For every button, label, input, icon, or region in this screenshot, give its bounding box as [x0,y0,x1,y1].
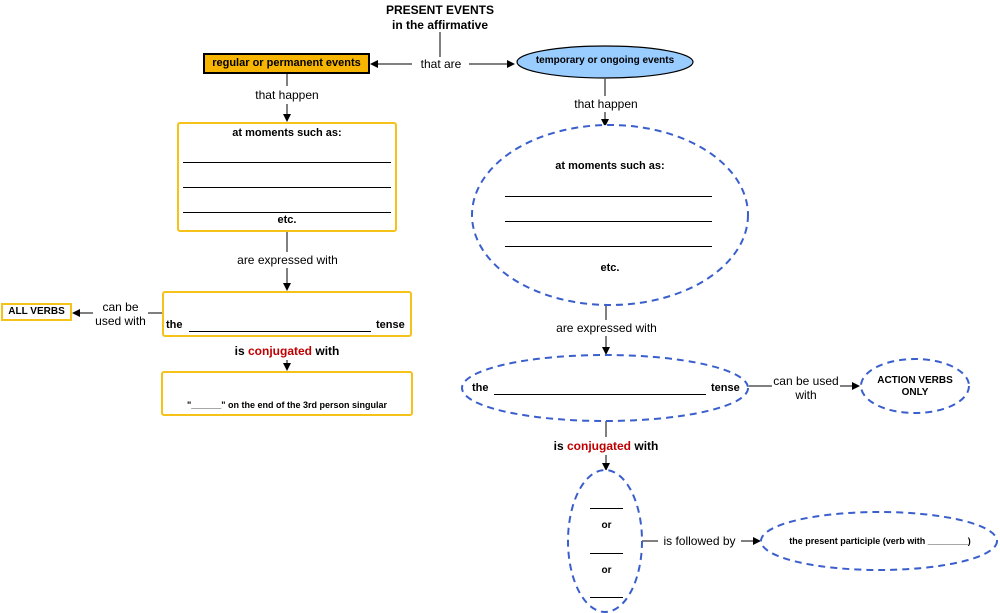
action-verbs-shape [860,358,970,414]
node-present-participle: the present participle (verb with ______… [789,536,971,546]
right-link-expressed: are expressed with [549,321,664,335]
left-link-expressed: are expressed with [230,253,345,267]
moments-right-blank-3 [505,246,712,247]
moments-right-etc: etc. [600,262,620,274]
participle-shape [760,511,998,571]
node-all-verbs: ALL VERBS [1,303,72,321]
or-label-2: or [601,565,612,576]
left-conj-word: conjugated [248,344,313,358]
ending-left-box [161,371,413,416]
right-conj-with: with [634,439,659,453]
moments-left-header: at moments such as: [232,127,342,139]
left-link-can-be-used: can be used with [93,300,148,328]
tense-left-box [162,291,412,337]
right-conjugated-label: is conjugated with [536,439,676,453]
right-link-can-be-used: can be used with [772,374,840,402]
tense-left-blank [189,331,371,332]
left-link-that-happen: that happen [246,88,328,102]
moments-left-blank-1 [183,162,391,163]
moments-left-blank-3 [183,212,391,213]
left-conj-is: is [234,344,245,358]
tense-right-prefix: the [472,382,489,394]
or-blank-1 [590,508,623,509]
left-conjugated-label: is conjugated with [217,344,357,358]
or-options-shape [567,469,643,613]
title-line2: in the affirmative [391,18,489,32]
right-link-followed-by: is followed by [658,534,741,548]
right-conj-word: conjugated [567,439,632,453]
moments-left-etc: etc. [277,214,297,226]
left-conj-with: with [315,344,340,358]
moments-right-header: at moments such as: [555,160,665,172]
node-action-verbs: ACTION VERBS ONLY [877,375,953,398]
link-that-are: that are [414,57,468,71]
node-regular-events: regular or permanent events [203,53,370,74]
node-temporary-shape [516,45,694,79]
title-line1: PRESENT EVENTS [385,3,495,17]
tense-left-prefix: the [166,319,183,331]
tense-left-suffix: tense [376,319,405,331]
tense-right-blank [494,394,706,395]
moments-left-box [177,122,397,232]
or-blank-3 [590,597,623,598]
moments-right-shape [471,124,749,306]
or-label-1: or [601,520,612,531]
moments-right-blank-2 [505,221,712,222]
right-link-that-happen: that happen [566,97,646,111]
right-conj-is: is [553,439,564,453]
moments-right-blank-1 [505,196,712,197]
moments-left-blank-2 [183,187,391,188]
tense-right-shape [461,354,749,422]
or-blank-2 [590,553,623,554]
diagram-title: PRESENT EVENTS in the affirmative [360,3,520,33]
tense-right-suffix: tense [711,382,740,394]
node-temporary-events: temporary or ongoing events [535,55,675,66]
ending-left-text: "______" on the end of the 3rd person si… [186,400,388,410]
